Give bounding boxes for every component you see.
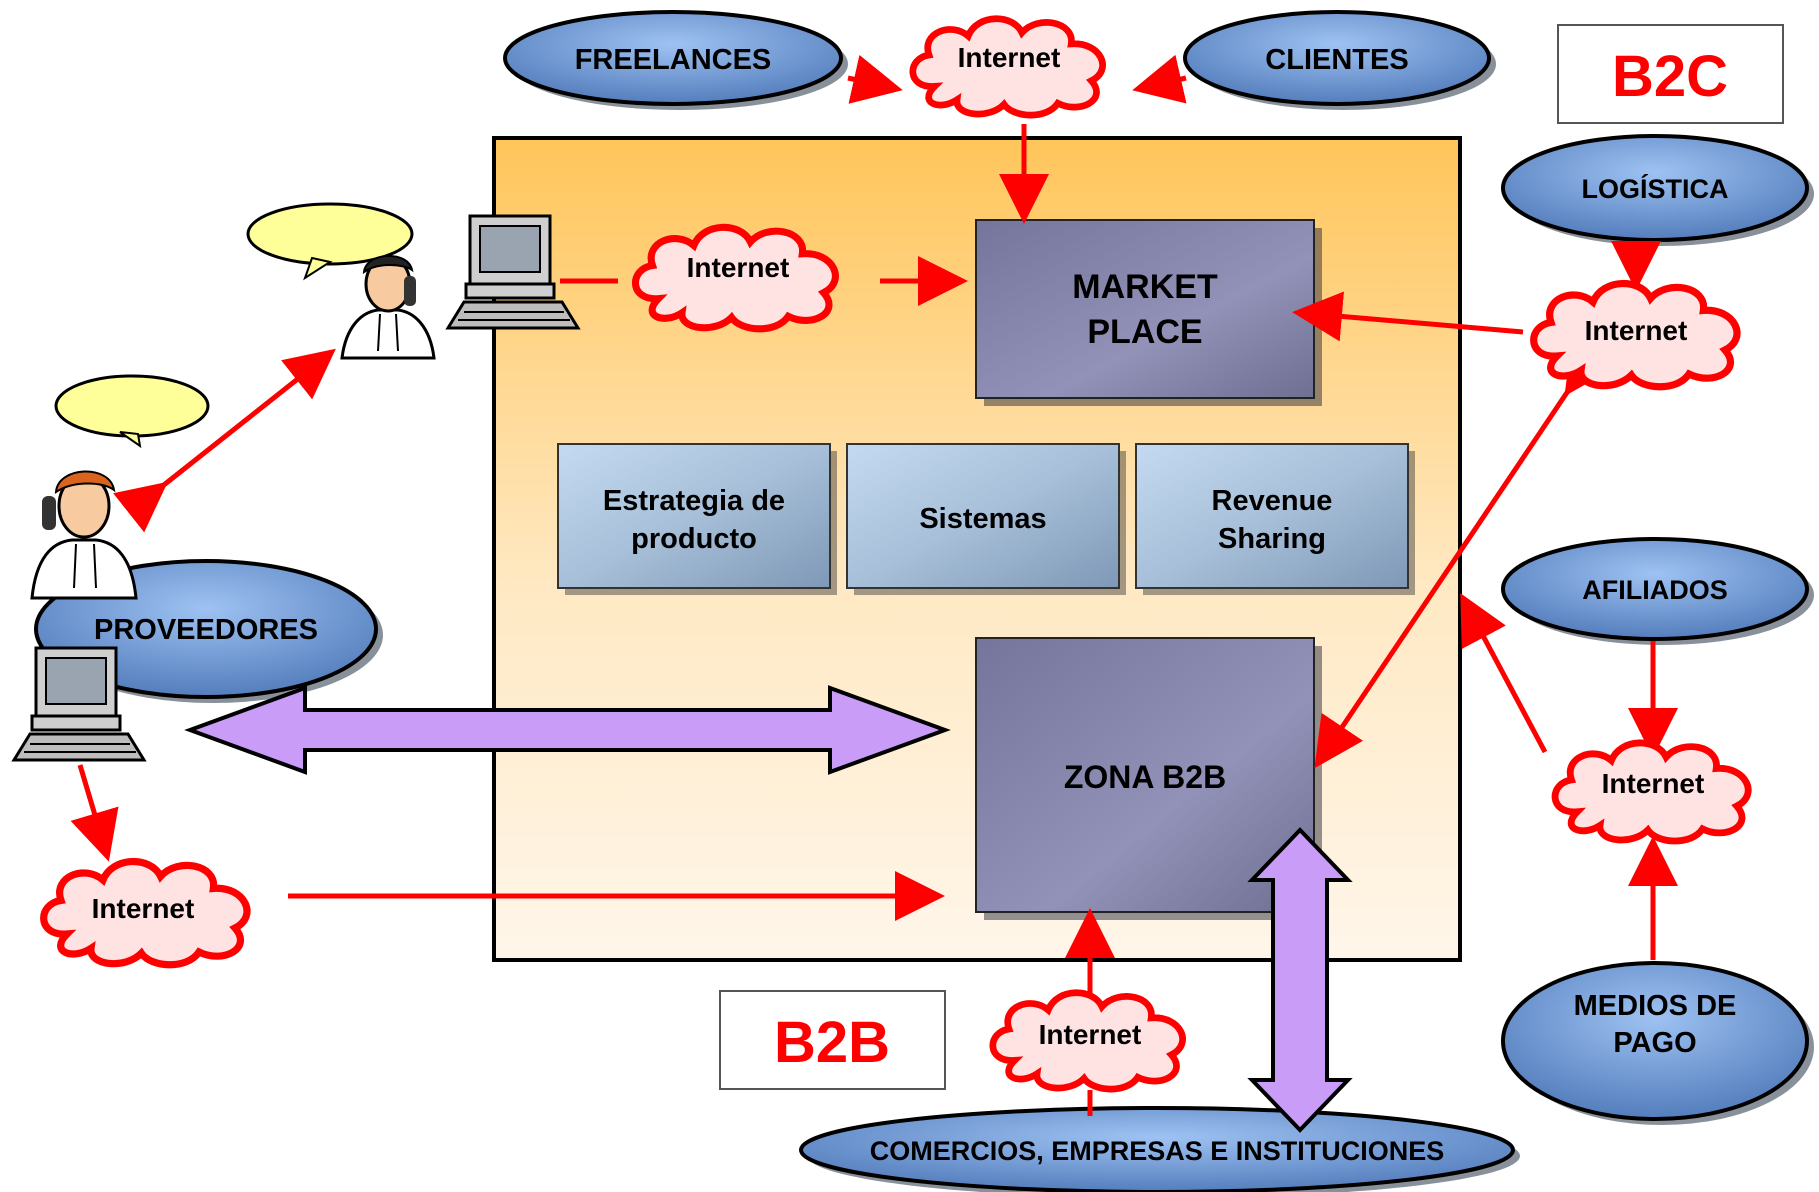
zona-comercios-double-arrow bbox=[1247, 827, 1353, 1133]
estrategia-box bbox=[557, 443, 831, 589]
speech-bubble-icon bbox=[246, 202, 414, 281]
svg-text:FREELANCES: FREELANCES bbox=[575, 44, 772, 76]
svg-text:MEDIOS DE: MEDIOS DE bbox=[1574, 990, 1737, 1022]
svg-text:AFILIADOS: AFILIADOS bbox=[1582, 575, 1728, 605]
revenue-label-2: Sharing bbox=[1218, 523, 1326, 555]
person-on-phone-icon bbox=[30, 470, 138, 600]
speech-bubble-icon bbox=[54, 374, 210, 449]
zona-b2b-label: ZONA B2B bbox=[1064, 759, 1226, 795]
connector-arrows bbox=[70, 54, 1678, 1116]
medios-de-pago-node: MEDIOS DE PAGO bbox=[1501, 961, 1814, 1125]
b2b-label: B2B bbox=[774, 1010, 890, 1075]
b2b-box bbox=[719, 990, 946, 1090]
svg-text:Internet: Internet bbox=[92, 893, 195, 924]
svg-text:PAGO: PAGO bbox=[1613, 1027, 1696, 1059]
internet-cloud-market: Internet bbox=[635, 227, 835, 329]
proveedores-zona-double-arrow bbox=[184, 685, 951, 775]
svg-text:Internet: Internet bbox=[958, 42, 1061, 73]
computer-icon bbox=[445, 214, 581, 330]
zona-b2b-box bbox=[975, 637, 1315, 913]
svg-text:LOGÍSTICA: LOGÍSTICA bbox=[1582, 173, 1729, 204]
internet-cloud-proveedores: Internet bbox=[44, 862, 247, 965]
estrategia-label-2: producto bbox=[631, 523, 757, 555]
revenue-label-1: Revenue bbox=[1212, 485, 1333, 517]
computer-icon bbox=[11, 646, 147, 762]
freelances-node: FREELANCES bbox=[503, 10, 848, 110]
svg-text:Internet: Internet bbox=[1039, 1019, 1142, 1050]
svg-text:Internet: Internet bbox=[1585, 315, 1688, 346]
market-place-box bbox=[975, 219, 1315, 399]
svg-text:COMERCIOS, EMPRESAS E INSTITUC: COMERCIOS, EMPRESAS E INSTITUCIONES bbox=[870, 1136, 1445, 1166]
clientes-node: CLIENTES bbox=[1183, 10, 1496, 110]
svg-text:Internet: Internet bbox=[687, 252, 790, 283]
sistemas-box bbox=[846, 443, 1120, 589]
proveedores-node: PROVEEDORES bbox=[34, 559, 383, 703]
comercios-node: COMERCIOS, EMPRESAS E INSTITUCIONES bbox=[799, 1106, 1520, 1192]
market-place-label-1: MARKET bbox=[1072, 268, 1218, 306]
svg-text:PROVEEDORES: PROVEEDORES bbox=[94, 614, 318, 646]
internet-cloud-top: Internet bbox=[913, 19, 1103, 115]
logistica-node: LOGÍSTICA bbox=[1501, 134, 1814, 246]
afiliados-node: AFILIADOS bbox=[1501, 537, 1814, 645]
estrategia-label-1: Estrategia de bbox=[603, 485, 785, 517]
internet-cloud-logistica: Internet bbox=[1534, 284, 1737, 387]
b2c-box bbox=[1557, 24, 1784, 124]
svg-text:CLIENTES: CLIENTES bbox=[1265, 44, 1408, 76]
sistemas-label: Sistemas bbox=[919, 503, 1046, 535]
market-place-label-2: PLACE bbox=[1087, 313, 1202, 351]
svg-text:Internet: Internet bbox=[1602, 768, 1705, 799]
b2c-label: B2C bbox=[1612, 44, 1728, 109]
person-on-phone-icon bbox=[340, 255, 436, 360]
internet-cloud-comercios: Internet bbox=[993, 993, 1183, 1089]
internet-cloud-afiliados: Internet bbox=[1555, 743, 1748, 841]
